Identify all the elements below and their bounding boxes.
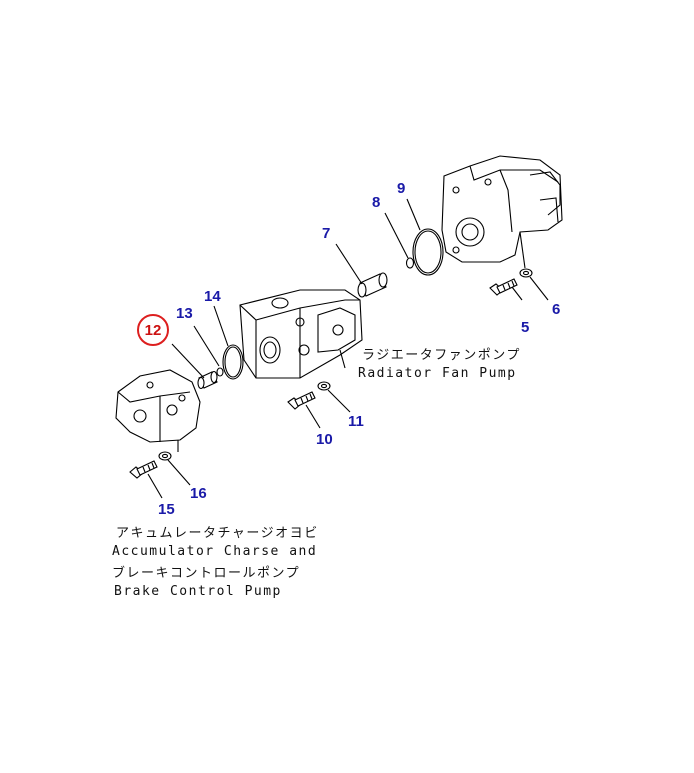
bolt-10 — [287, 391, 316, 410]
leader-5 — [511, 286, 523, 301]
caption-accumulator-en: Accumulator Charse and — [112, 544, 318, 559]
callout-5[interactable]: 5 — [521, 319, 530, 336]
leader-10 — [305, 404, 321, 429]
leader-9 — [406, 198, 421, 231]
caption-radiator-jp: ラジエータファンポンプ — [362, 348, 521, 363]
leader-15 — [147, 473, 163, 499]
leader-12 — [171, 343, 205, 379]
leader-8 — [384, 212, 409, 259]
caption-brake-en: Brake Control Pump — [114, 584, 282, 599]
leader-6 — [529, 276, 549, 301]
leader-13 — [193, 325, 220, 367]
leader-16 — [167, 459, 191, 486]
leader-14 — [213, 305, 229, 347]
callout-12-highlighted[interactable]: 12 — [137, 314, 169, 346]
bolt-15 — [129, 460, 158, 479]
caption-accumulator-jp: アキュムレータチャージオヨビ — [116, 526, 319, 541]
washer-6 — [519, 268, 533, 278]
small-ring-13 — [216, 367, 224, 377]
small-oring-8 — [405, 257, 415, 269]
sleeve-7 — [357, 272, 388, 298]
oring-14 — [222, 344, 244, 380]
callout-8[interactable]: 8 — [372, 194, 381, 211]
radiator-fan-pump-drawing — [239, 289, 363, 379]
washer-16 — [158, 451, 172, 461]
callout-15[interactable]: 15 — [158, 501, 175, 518]
callout-16[interactable]: 16 — [190, 485, 207, 502]
accumulator-brake-pump-drawing — [115, 369, 201, 452]
big-oring-9 — [412, 228, 444, 276]
caption-brake-jp: ブレーキコントロールポンプ — [112, 566, 301, 581]
main-pump-drawing — [441, 155, 563, 269]
bolt-5 — [489, 278, 518, 296]
leader-11 — [327, 389, 351, 413]
callout-9[interactable]: 9 — [397, 180, 406, 197]
callout-6[interactable]: 6 — [552, 301, 561, 318]
sleeve-12 — [197, 370, 218, 390]
caption-radiator-en: Radiator Fan Pump — [358, 366, 517, 381]
washer-11 — [317, 381, 331, 391]
callout-13[interactable]: 13 — [176, 305, 193, 322]
callout-11[interactable]: 11 — [348, 413, 364, 430]
callout-10[interactable]: 10 — [316, 431, 333, 448]
leader-7 — [335, 243, 363, 285]
callout-14[interactable]: 14 — [204, 288, 221, 305]
callout-7[interactable]: 7 — [322, 225, 331, 242]
